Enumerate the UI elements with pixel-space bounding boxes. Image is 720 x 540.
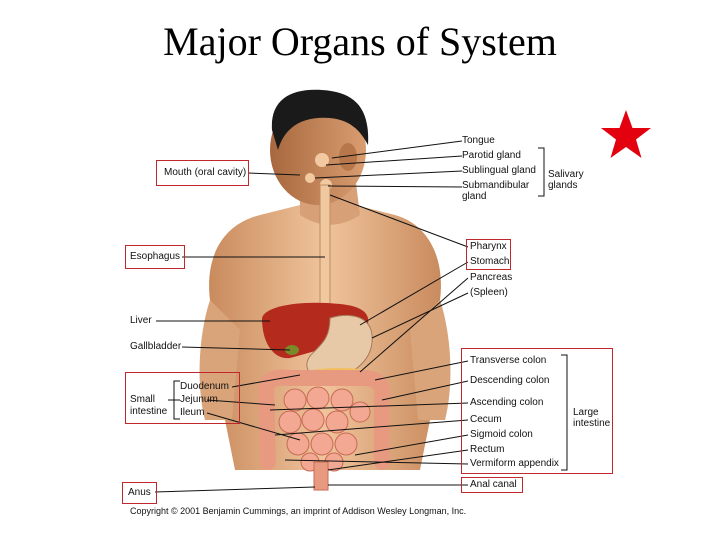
label-tongue: Tongue	[462, 135, 495, 146]
label-jejunum: Jejunum	[180, 394, 218, 405]
label-salivary-l2: glands	[548, 180, 578, 191]
label-gallbladder: Gallbladder	[130, 341, 182, 352]
large-intestine-label-box	[461, 348, 613, 474]
label-ileum: Ileum	[180, 407, 205, 418]
label-transverse-colon: Transverse colon	[470, 355, 547, 366]
label-large-intestine-l2: intestine	[573, 418, 611, 429]
esophagus	[319, 184, 331, 316]
hair	[271, 89, 369, 150]
rectum	[313, 461, 329, 491]
label-submandibular-l1: Submandibular	[462, 180, 530, 191]
label-liver: Liver	[130, 315, 152, 326]
mouth-label-box	[156, 160, 249, 186]
copyright-text: Copyright © 2001 Benjamin Cummings, an i…	[130, 506, 467, 516]
label-spleen: (Spleen)	[470, 287, 508, 298]
label-stomach: Stomach	[470, 256, 510, 267]
label-rectum: Rectum	[470, 444, 505, 455]
label-mouth: Mouth (oral cavity)	[164, 167, 247, 178]
label-sigmoid-colon: Sigmoid colon	[470, 429, 533, 440]
right-arm	[410, 300, 451, 420]
label-anus: Anus	[128, 487, 151, 498]
label-large-intestine-l1: Large	[573, 407, 599, 418]
label-esophagus: Esophagus	[130, 251, 181, 262]
label-sublingual: Sublingual gland	[462, 165, 536, 176]
page-title: Major Organs of System	[163, 19, 557, 64]
label-small-intestine-l1: Small	[130, 394, 156, 405]
anus-label-box	[122, 482, 157, 504]
large-intestine	[257, 369, 391, 470]
small-intestine-label-box	[125, 372, 240, 424]
label-anal-canal: Anal canal	[470, 479, 517, 490]
label-small-intestine-l2: intestine	[130, 406, 168, 417]
label-salivary-l1: Salivary	[548, 169, 584, 180]
label-pharynx: Pharynx	[470, 241, 507, 252]
gallbladder	[285, 345, 299, 355]
left-arm	[199, 300, 240, 420]
label-descending-colon: Descending colon	[470, 375, 550, 386]
label-ascending-colon: Ascending colon	[470, 397, 544, 408]
anal-canal-label-box	[461, 477, 523, 493]
red-star-icon	[601, 110, 651, 158]
label-parotid: Parotid gland	[462, 150, 521, 161]
label-pancreas: Pancreas	[470, 272, 513, 283]
esophagus-label-box	[125, 245, 185, 269]
label-vermiform-appendix: Vermiform appendix	[470, 458, 559, 469]
label-submandibular-l2: gland	[462, 191, 487, 202]
label-duodenum: Duodenum	[180, 381, 229, 392]
pharynx-stomach-label-box	[466, 239, 511, 270]
label-cecum: Cecum	[470, 414, 502, 425]
